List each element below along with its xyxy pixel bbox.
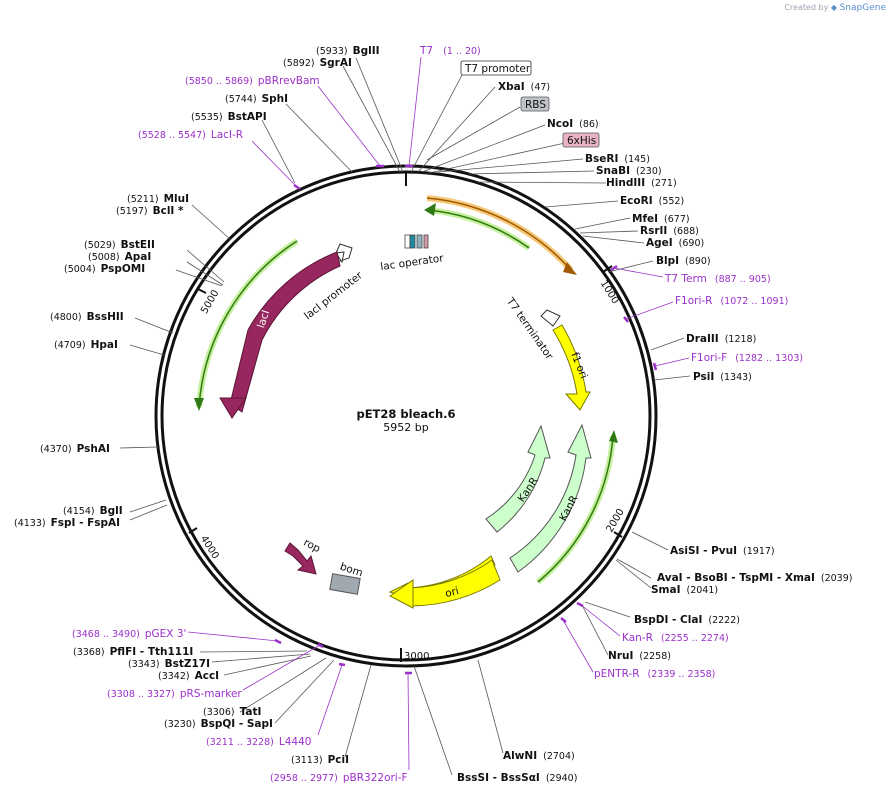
primer-t7-term: T7 Term(887 .. 905) (664, 273, 771, 285)
enzyme-bsteii: (5029)BstEII (84, 239, 155, 251)
enzyme-mlui: (5211)MluI (127, 193, 189, 205)
enzyme-blpi: BlpI(890) (656, 255, 711, 267)
enzyme-ecori: EcoRI(552) (620, 195, 684, 207)
created-by-text: Created by (784, 3, 829, 12)
boxed-t7-promoter: T7 promoter (460, 60, 532, 76)
enzyme-bsshii: (4800)BssHII (50, 311, 124, 323)
enzyme-sphi: (5744)SphI (225, 93, 288, 105)
t7-terminator-arrow (540, 309, 561, 327)
enzyme-pflfi: (3368)PflFI - Tth111I (73, 646, 193, 658)
enzyme-nrui: NruI(2258) (608, 650, 671, 662)
6xhis-label: 6xHis (567, 135, 596, 147)
plasmid-length: 5952 bp (383, 421, 428, 434)
enzyme-hindiii: HindIII(271) (606, 177, 677, 189)
snapgene-credit: Created by ◆ SnapGene (784, 3, 886, 13)
laci-cds (229, 251, 341, 413)
enzyme-pcii: (3113)PciI (291, 754, 349, 766)
lac-operator-label: lac operator (380, 252, 445, 273)
boxed-6xhis: 6xHis (562, 132, 600, 148)
primer-kan-r: Kan-R(2255 .. 2274) (622, 632, 729, 644)
enzyme-draiii: DraIII(1218) (686, 333, 756, 345)
rbs-label: RBS (525, 99, 546, 111)
enzyme-snabi: SnaBI(230) (596, 165, 662, 177)
t7-arc (426, 195, 574, 273)
tick-5000: 5000 (199, 288, 221, 316)
enzyme-acci: (3342)AccI (158, 670, 219, 682)
primer-leaders (187, 56, 690, 771)
enzyme-agei: AgeI(690) (646, 237, 704, 249)
primer-l4440: (3211 .. 3228)L4440 (206, 736, 311, 748)
t7-terminator-label: T7 terminator (503, 295, 555, 362)
enzyme-hpai: (4709)HpaI (54, 339, 118, 351)
primer-pbr322ori-f: (2958 .. 2977)pBR322ori-F (270, 772, 408, 784)
enzyme-bsssi: BssSI - BssSαI(2940) (457, 772, 577, 784)
primer-pgex3: (3468 .. 3490)pGEX 3' (72, 628, 186, 640)
primer-f1ori-r: F1ori-R(1072 .. 1091) (675, 295, 788, 307)
primer-prs-marker: (3308 .. 3327)pRS-marker (107, 688, 242, 700)
green-arrowhead-left (194, 398, 204, 411)
snapgene-brand: SnapGene (839, 3, 886, 13)
enzyme-fspi: (4133)FspI - FspAI (14, 517, 120, 529)
laci-label: lacI (255, 309, 272, 330)
enzyme-bgli: (4154)BglI (63, 505, 123, 517)
enzyme-apai: (5008)ApaI (88, 251, 151, 263)
enzyme-sgrai: (5892)SgrAI (283, 57, 352, 69)
enzyme-asisi: AsiSI - PvuI(1917) (670, 545, 775, 557)
primer-pentr-r: pENTR-R(2339 .. 2358) (594, 668, 715, 680)
snapgene-logo-icon: ◆ (830, 3, 838, 12)
tick-marks (188, 172, 623, 662)
tick-3000: 3000 (404, 651, 429, 662)
enzyme-smai: SmaI(2041) (651, 584, 718, 596)
kanr-cds-1 (485, 424, 551, 533)
green-arrowhead-top (424, 203, 436, 216)
enzyme-rsrii: RsrII(688) (640, 225, 699, 237)
enzyme-alwni: AlwNI(2704) (503, 750, 575, 762)
primer-laci-r: (5528 .. 5547)LacI-R (138, 129, 243, 141)
enzyme-mfei: MfeI(677) (632, 213, 690, 225)
green-arrowhead-right (609, 430, 618, 443)
green-arc-top (427, 207, 531, 251)
plasmid-name: pET28 bleach.6 (356, 407, 455, 421)
enzyme-bstapi: (5535)BstAPI (191, 111, 267, 123)
enzyme-ncoi: NcoI(86) (547, 118, 599, 130)
rop-cds (284, 542, 317, 575)
lac-operator-glyph (404, 234, 429, 249)
enzyme-bcli: (5197)BclI * (116, 205, 184, 217)
f1-ori (552, 324, 591, 411)
rop-label: rop (301, 537, 322, 556)
enzyme-pshai: (4370)PshAI (40, 443, 110, 455)
bom-region (329, 573, 361, 595)
enzyme-bglii: (5933)BglII (316, 45, 380, 57)
enzyme-xbai: XbaI(47) (498, 81, 550, 93)
ori-label: ori (444, 585, 460, 600)
primer-labels: T7(1 .. 20) (5850 .. 5869)pBRrevBam (552… (72, 45, 803, 784)
primer-pbrrevbam: (5850 .. 5869)pBRrevBam (185, 75, 320, 87)
enzyme-tati: (3306)TatI (203, 706, 261, 718)
t7-promoter-label: T7 promoter (464, 63, 531, 75)
enzyme-bspdi: BspDI - ClaI(2222) (634, 614, 740, 626)
primer-t7: T7(1 .. 20) (419, 45, 481, 57)
enzyme-bstz17i: (3343)BstZ17I (128, 658, 210, 670)
primer-f1ori-f: F1ori-F(1282 .. 1303) (691, 352, 803, 364)
enzyme-avai: AvaI - BsoBI - TspMI - XmaI(2039) (657, 572, 852, 584)
t7-arrowhead (563, 262, 577, 275)
enzyme-bspqi: (3230)BspQI - SapI (164, 718, 273, 730)
enzyme-labels: (5933)BglII (5892)SgrAI (5744)SphI (5535… (14, 45, 852, 784)
boxed-rbs: RBS (520, 96, 550, 112)
kanr-cds-2 (509, 423, 592, 573)
enzyme-pspomi: (5004)PspOMI (64, 263, 145, 275)
tick-2000: 2000 (605, 507, 627, 535)
enzyme-psii: PsiI(1343) (693, 371, 752, 383)
enzyme-bseri: BseRI(145) (585, 153, 650, 165)
